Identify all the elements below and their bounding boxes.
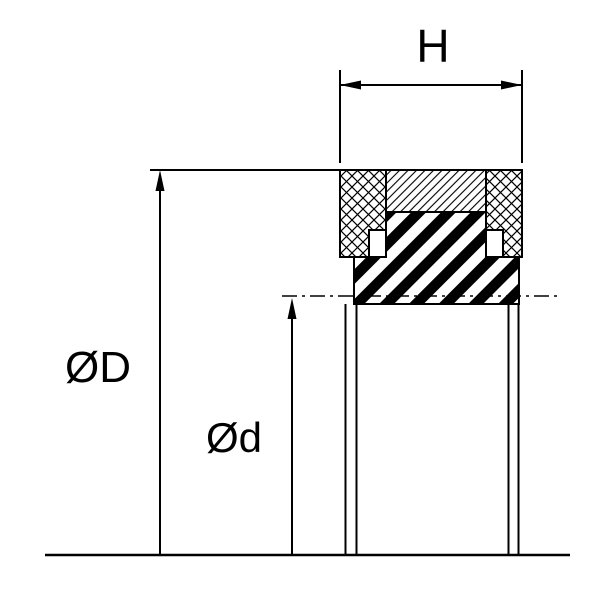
dim-height: H — [339, 20, 523, 163]
label-height: H — [416, 20, 449, 72]
dim-inner-diameter: Ød — [206, 298, 297, 554]
elastomer-body-bold-hatch — [353, 211, 520, 305]
label-outer-diameter: ØD — [65, 343, 131, 392]
dim-outer-diameter: ØD — [65, 169, 340, 554]
label-inner-diameter: Ød — [206, 414, 262, 461]
arrowhead-right-icon — [501, 80, 522, 90]
arrowhead-up-icon — [155, 170, 165, 191]
housing-wall-lines — [344, 304, 520, 554]
seal-cap-fine-hatch — [385, 169, 487, 213]
arrowhead-left-icon — [340, 80, 361, 90]
arrowhead-up-icon — [287, 298, 297, 319]
